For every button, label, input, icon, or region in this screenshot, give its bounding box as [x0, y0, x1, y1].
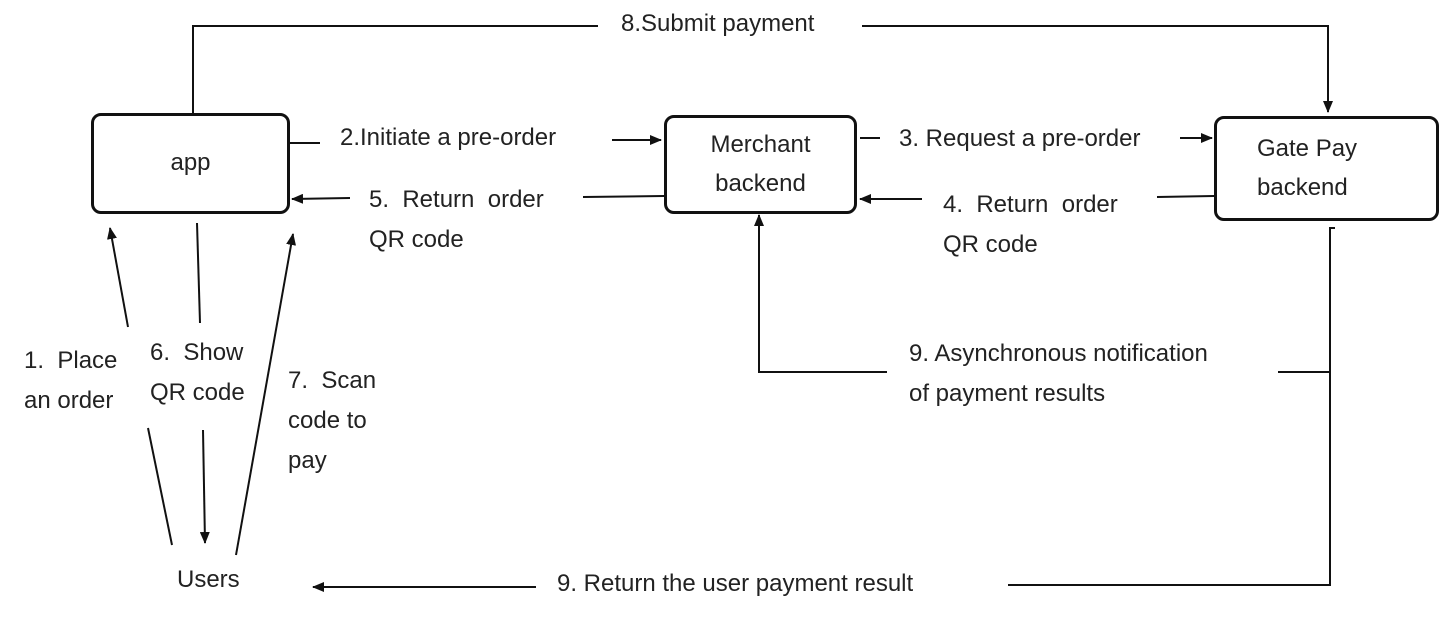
edge-1-label: 1. Place an order	[24, 341, 117, 421]
edge-5-line-a	[582, 195, 665, 198]
node-merchant-line-1: Merchant	[710, 131, 811, 159]
edge-1-label-line-2: an order	[24, 387, 114, 414]
edge-7-label-line-2: code to	[288, 407, 367, 434]
edge-9a-label-line-1: 9. Asynchronous notification	[909, 340, 1208, 367]
node-users: Users	[177, 566, 240, 593]
edge-8-line-right	[862, 25, 1333, 113]
edge-7-label: 7. Scan code to pay	[288, 361, 376, 481]
node-gatepay-backend: Gate Pay backend	[1214, 116, 1439, 221]
edge-7-label-line-3: pay	[288, 447, 327, 474]
edge-1-label-line-1: 1. Place	[24, 347, 118, 374]
edge-9a-label-line-2: of payment results	[909, 380, 1106, 407]
node-app: app	[91, 113, 290, 214]
edge-6-label: 6. Show QR code	[150, 333, 245, 413]
node-merchant-backend: Merchant backend	[664, 115, 857, 214]
edge-5-label-line-1: 5. Return order	[369, 186, 544, 213]
edge-7-label-line-1: 7. Scan	[288, 367, 377, 394]
node-merchant-label: Merchant backend	[710, 126, 810, 203]
edge-6-line-b	[199, 429, 210, 544]
edge-6-label-line-2: QR code	[150, 379, 245, 406]
edge-5-label-line-2: QR code	[369, 226, 464, 253]
edge-1-line-b	[107, 227, 129, 328]
edge-4-label-line-1: 4. Return order	[943, 191, 1118, 218]
node-gatepay-line-1: Gate Pay	[1257, 135, 1358, 163]
node-gatepay-line-2: backend	[1257, 173, 1348, 201]
edge-7-line	[235, 233, 296, 556]
node-gatepay-label: Gate Pay backend	[1257, 130, 1357, 207]
edge-4-label-line-2: QR code	[943, 231, 1038, 258]
edge-4-label: 4. Return order QR code	[943, 185, 1118, 265]
edge-4-line-a	[1156, 195, 1215, 198]
node-app-label: app	[170, 149, 211, 177]
edge-9a-line-left	[754, 214, 887, 373]
edge-2-label: 2.Initiate a pre-order	[340, 124, 557, 151]
edge-9a-label: 9. Asynchronous notification of payment …	[909, 334, 1208, 414]
node-merchant-line-2: backend	[715, 169, 806, 197]
edge-8-label: 8.Submit payment	[621, 10, 815, 37]
edge-5-line-b	[291, 193, 351, 204]
edge-8-line-left	[192, 25, 598, 113]
edge-6-label-line-1: 6. Show	[150, 339, 244, 366]
edge-9a-line-right	[1008, 227, 1335, 586]
edge-5-label: 5. Return order QR code	[369, 180, 544, 260]
edge-9b-label: 9. Return the user payment result	[557, 570, 914, 597]
edge-3-label: 3. Request a pre-order	[899, 125, 1141, 152]
edge-6-line-a	[196, 222, 201, 324]
edge-1-line-a	[147, 427, 173, 546]
